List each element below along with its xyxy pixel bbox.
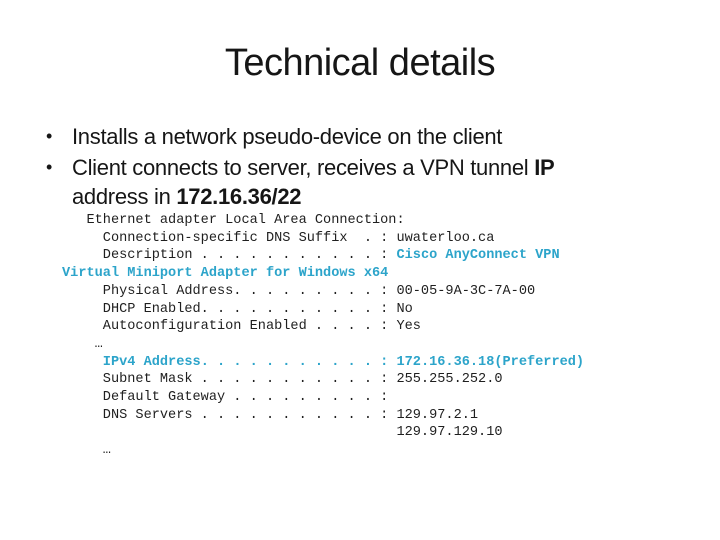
console-line: Default Gateway . . . . . . . . . :	[62, 390, 389, 406]
console-line: Autoconfiguration Enabled . . . . : Yes	[62, 319, 421, 335]
console-line: Virtual Miniport Adapter for Windows x64	[62, 266, 389, 282]
bullet-marker-icon: •	[46, 157, 53, 177]
console-line: DNS Servers . . . . . . . . . . . : 129.…	[62, 407, 479, 423]
console-line: …	[62, 336, 103, 352]
console-line: Physical Address. . . . . . . . . : 00-0…	[62, 283, 536, 299]
bullet-list: • Installs a network pseudo-device on the…	[46, 122, 676, 213]
console-line: …	[62, 443, 111, 459]
bullet-marker-icon: •	[46, 126, 53, 146]
bullet-line: Installs a network pseudo-device on the …	[72, 124, 503, 149]
console-line: Ethernet adapter Local Area Connection:	[62, 213, 405, 228]
console-line: DHCP Enabled. . . . . . . . . . . : No	[62, 301, 413, 317]
console-line: Subnet Mask . . . . . . . . . . . : 255.…	[62, 372, 503, 388]
slide-title: Technical details	[224, 42, 496, 84]
console-line: Connection-specific DNS Suffix . : uwate…	[62, 230, 495, 246]
bullet-text: Installs a network pseudo-device on the …	[72, 122, 502, 151]
bullet-line: address in 172.16.36/22	[72, 184, 302, 209]
bullet-item: • Installs a network pseudo-device on the…	[46, 122, 676, 151]
ipconfig-output: Ethernet adapter Local Area Connection: …	[62, 212, 584, 460]
console-line: IPv4 Address. . . . . . . . . . . : 172.…	[102, 354, 585, 370]
bullet-item: • Client connects to server, receives a V…	[46, 153, 676, 211]
bullet-line: Client connects to server, receives a VP…	[72, 155, 555, 180]
bullet-text: Client connects to server, receives a VP…	[72, 153, 555, 211]
console-line: Description . . . . . . . . . . . : Cisc…	[62, 248, 560, 264]
console-line: 129.97.129.10	[62, 425, 503, 441]
